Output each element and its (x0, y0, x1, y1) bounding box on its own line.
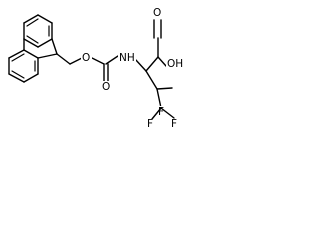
fmoc-linker (56, 53, 119, 83)
nh-label: NH (119, 52, 135, 64)
fluorene-left-ring (23, 14, 53, 48)
hydroxyl-label: OH (167, 58, 183, 70)
backbone (134, 19, 173, 109)
chemical-structure: O O NH O OH F F F (8, 7, 186, 130)
fluorene-five-ring (23, 38, 58, 59)
trifluoromethyl-bonds (151, 107, 175, 120)
fluorine-label-left: F (147, 118, 153, 130)
ether-oxygen-label: O (82, 52, 90, 64)
fluorine-label-right: F (171, 118, 177, 130)
fluorene-right-ring (8, 49, 39, 83)
acid-carbonyl-oxygen-label: O (153, 7, 161, 19)
atom-labels: O O NH O OH F F F (81, 7, 186, 130)
carbonyl-oxygen-label: O (102, 81, 110, 93)
fluorine-label-center: F (158, 106, 164, 118)
